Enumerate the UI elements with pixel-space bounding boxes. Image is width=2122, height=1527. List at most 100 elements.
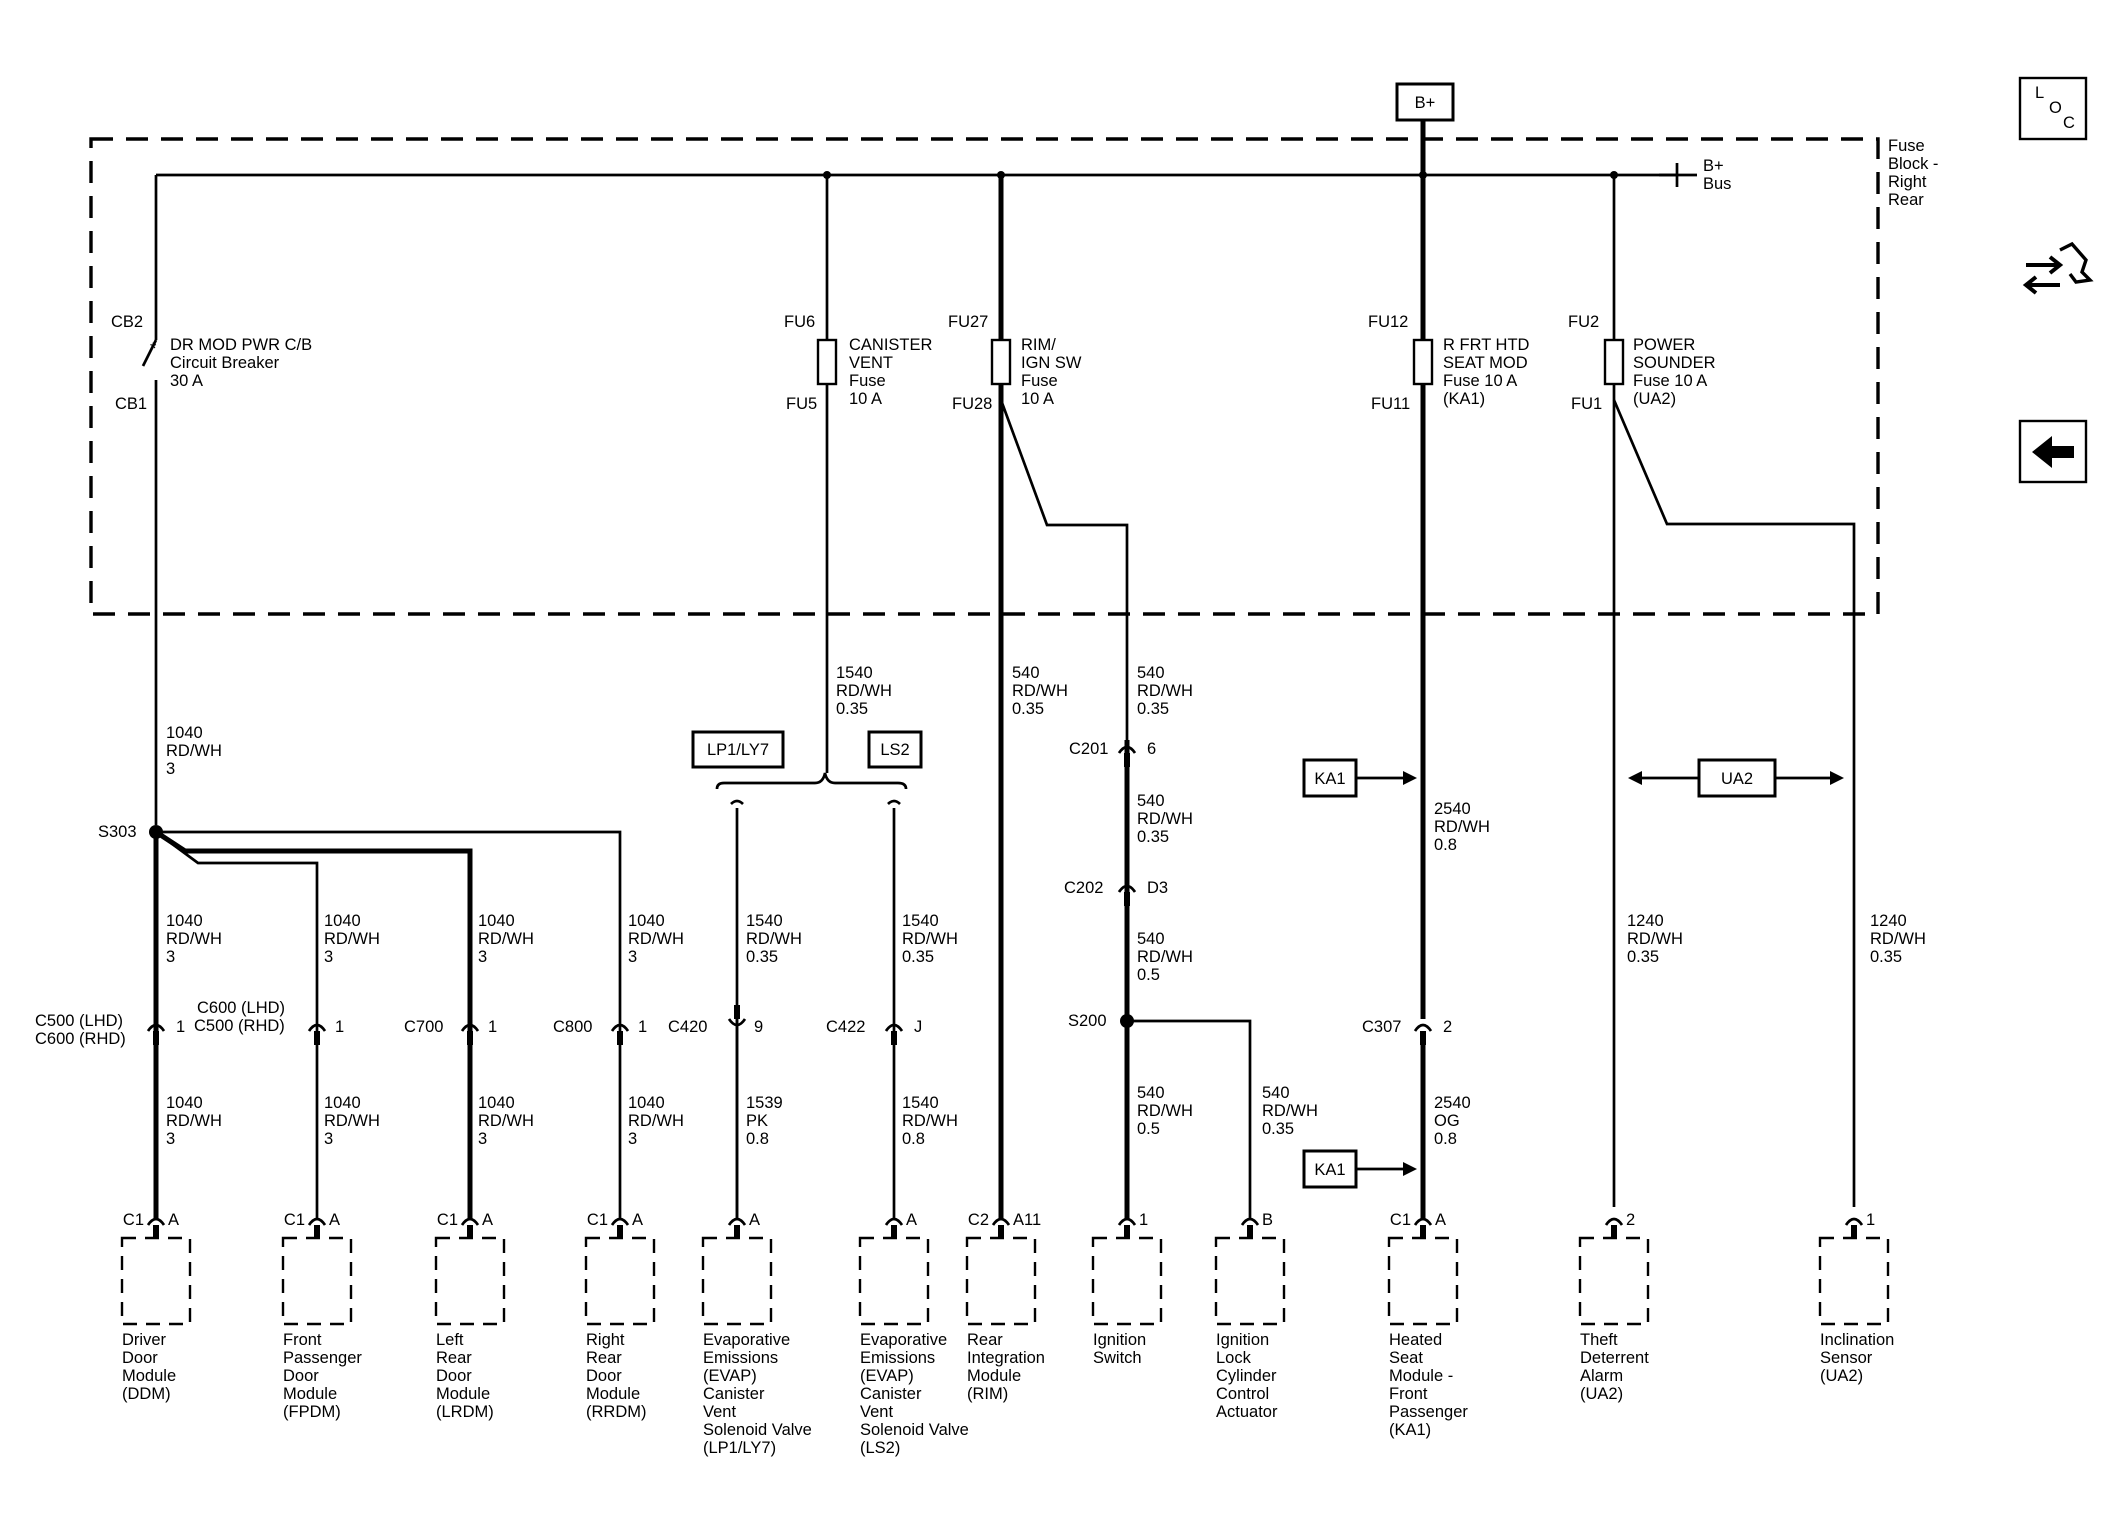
pin-label: D3 <box>1147 879 1168 897</box>
bplus-box <box>1395 82 1455 122</box>
fu11-label: FU11 <box>1371 395 1410 413</box>
splice-s303-label: S303 <box>98 823 137 841</box>
fu12-label: FU12 <box>1368 313 1408 331</box>
back-arrow-icon <box>2032 436 2074 468</box>
bplus-label: B+ <box>1415 94 1436 112</box>
inline-connector-c201 <box>1117 745 1137 767</box>
component-pin-label: A <box>749 1211 760 1229</box>
option-ls2-box <box>867 730 923 769</box>
inline-connector-c500 <box>146 1023 166 1045</box>
connector-label: C700 <box>404 1018 443 1036</box>
pin-label: 1 <box>638 1018 647 1036</box>
component-locator-icon[interactable] <box>2022 241 2094 295</box>
fuse-block-outline <box>89 137 1880 616</box>
component-connector-label: C1 <box>123 1211 144 1229</box>
connector-label: C420 <box>668 1018 707 1036</box>
option-ka1-label: KA1 <box>1314 1161 1345 1179</box>
fu5-label: FU5 <box>786 395 817 413</box>
pin-label: 1 <box>335 1018 344 1036</box>
pin-label: 1 <box>488 1018 497 1036</box>
cb2-top-label: CB2 <box>111 313 143 331</box>
connector-label: C307 <box>1362 1018 1401 1036</box>
component-connector-label: C2 <box>968 1211 989 1229</box>
bus-label: B+Bus <box>1703 157 1731 193</box>
connector-label: C600 (LHD)C500 (RHD) <box>194 999 285 1035</box>
loc-icon: LOC <box>2035 84 2075 132</box>
pin-label: 2 <box>1443 1018 1452 1036</box>
connector-label: C800 <box>553 1018 592 1036</box>
pin-label: 6 <box>1147 740 1156 758</box>
component-pin-label: 2 <box>1626 1211 1635 1229</box>
connector-label: C422 <box>826 1018 865 1036</box>
option-ua2-label: UA2 <box>1721 770 1753 788</box>
pin-label: 9 <box>754 1018 763 1036</box>
component-pin-label: A <box>1435 1211 1446 1229</box>
pin-label: 1 <box>176 1018 185 1036</box>
fu6-label: FU6 <box>784 313 815 331</box>
component-connector-label: C1 <box>1390 1211 1411 1229</box>
fu2-label: FU2 <box>1568 313 1599 331</box>
inline-connector-c800 <box>610 1023 630 1045</box>
option-ka1-box-lower <box>1302 1149 1358 1189</box>
inline-connector-c600 <box>307 1023 327 1045</box>
cb1-bottom-label: CB1 <box>115 395 147 413</box>
pin-label: J <box>914 1018 922 1036</box>
component-pin-label: A <box>632 1211 643 1229</box>
cb2-star: * <box>150 340 157 358</box>
inline-connector-c422 <box>884 1023 904 1045</box>
option-ls2-label: LS2 <box>880 741 909 759</box>
loc-button[interactable] <box>2018 76 2088 141</box>
option-lp1-box <box>691 730 785 769</box>
connector-label: C500 (LHD)C600 (RHD) <box>35 1012 126 1048</box>
component-pin-label: A11 <box>1013 1211 1041 1229</box>
component-connector-label: C1 <box>437 1211 458 1229</box>
component-connector-label: C1 <box>284 1211 305 1229</box>
option-brace <box>715 772 908 790</box>
